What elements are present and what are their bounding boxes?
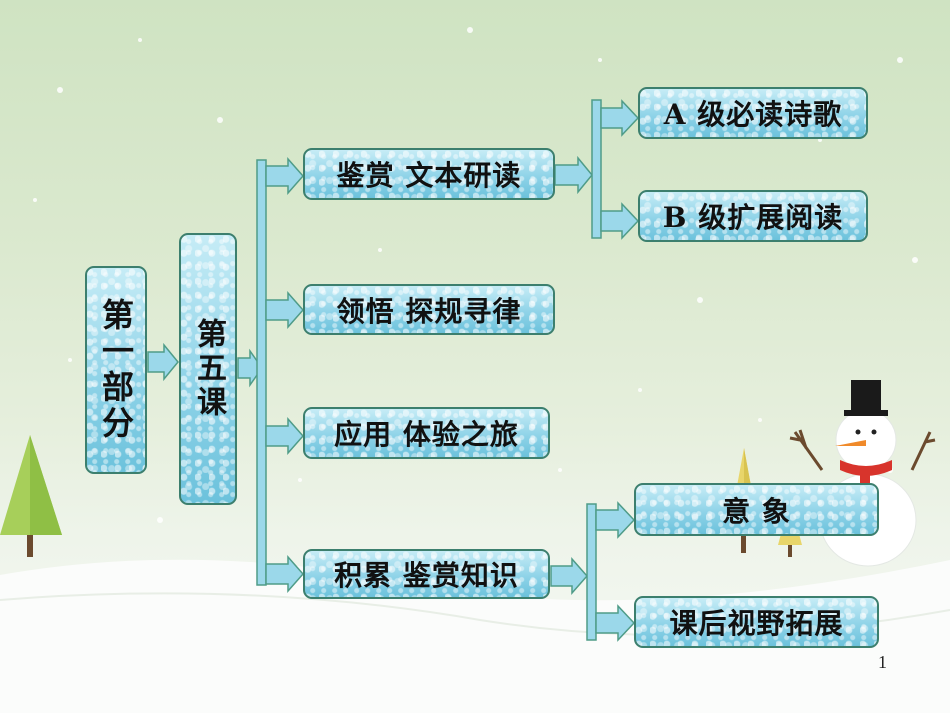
node-part: 第一部分 [85,266,147,474]
arrow-to-accumulation [265,555,305,593]
node-level-b: B 级扩展阅读 [638,190,868,242]
node-comprehension: 领悟 探规寻律 [303,284,555,335]
connectors [147,99,640,642]
arrow-to-level-b [600,202,640,240]
node-imagery: 意 象 [634,483,879,536]
trunk-bar-main [256,159,267,586]
snowman [789,380,936,567]
arrow-to-level-a [600,99,640,137]
arrow-to-imagery [595,501,636,539]
arrow-appreciation-to-sub [554,155,593,195]
node-extended-reading: 课后视野拓展 [634,596,879,648]
arrow-lesson-to-trunk [237,348,263,388]
node-application: 应用 体验之旅 [303,407,550,459]
node-appreciation: 鉴赏 文本研读 [303,148,555,200]
trunk-bar-lower [586,503,597,641]
arrow-to-application [265,417,305,455]
node-accumulation: 积累 鉴赏知识 [303,549,550,599]
arrow-to-appreciation [265,157,305,195]
arrow-to-extended [595,604,636,642]
node-level-a: A 级必读诗歌 [638,87,868,139]
page-number: 1 [878,652,887,672]
arrow-part-to-lesson [147,342,179,382]
trunk-bar-upper [591,99,602,239]
arrow-accumulation-to-sub [550,557,589,595]
arrow-to-comprehension [265,291,305,329]
left-tree [0,435,62,557]
node-lesson: 第五课 [179,233,237,505]
